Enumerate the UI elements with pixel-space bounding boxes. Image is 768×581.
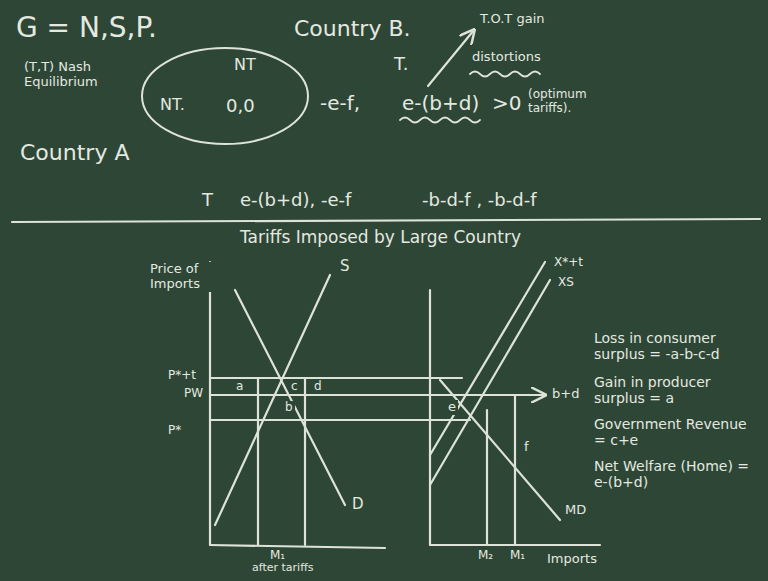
payoff-text: 0,0 xyxy=(224,96,257,117)
world-price-line xyxy=(210,394,545,396)
chalk-label: -e-f, xyxy=(318,92,362,115)
chalk-label: Country B. xyxy=(292,16,412,41)
chalk-label: e-(b+d) xyxy=(400,92,481,115)
chalk-label: distortions xyxy=(470,50,543,65)
chalk-label: b+d xyxy=(550,387,581,402)
divider-line xyxy=(12,219,760,222)
chalk-label: P*+t xyxy=(166,369,198,383)
annotation-arrow xyxy=(428,30,474,86)
chalk-label: (T,T) Nash Equilibrium xyxy=(22,60,121,90)
chalk-label: M₂ xyxy=(476,549,495,563)
chalk-label: T xyxy=(200,190,215,211)
chalk-label: Net Welfare (Home) = e-(b+d) xyxy=(592,458,756,490)
chalk-label: P* xyxy=(166,424,183,438)
wavy-underline xyxy=(470,72,540,77)
chalk-label: e-(b+d), -e-f xyxy=(238,190,353,211)
chalk-label: Imports xyxy=(545,552,599,567)
chalk-label: S xyxy=(338,258,352,275)
imports-guide xyxy=(486,410,488,545)
demand-curve xyxy=(235,290,345,505)
quantity-axis xyxy=(210,545,385,548)
chalk-label: (optimum tariffs). xyxy=(526,88,610,116)
chalk-label: MD xyxy=(563,503,588,518)
imports-guide xyxy=(514,395,516,545)
chalk-label: T. xyxy=(392,54,411,75)
payoff-text: NT. xyxy=(158,96,187,114)
chalk-label: Loss in consumer surplus = -a-b-c-d xyxy=(592,330,756,362)
chalk-label: >0 xyxy=(490,92,523,115)
chalk-label: e xyxy=(446,400,458,415)
wavy-underline xyxy=(400,118,480,123)
tariff-price-line xyxy=(210,377,462,379)
chalk-label: Government Revenue = c+e xyxy=(592,416,756,448)
quantity-guide xyxy=(257,378,259,545)
payoff-text: NT xyxy=(232,56,258,74)
chalk-label: c xyxy=(289,380,300,394)
supply-curve xyxy=(215,275,330,525)
payoff-ellipse: NT NT. 0,0 xyxy=(140,46,310,146)
chalk-label: a xyxy=(234,380,245,394)
chalk-label: Tariffs Imposed by Large Country xyxy=(238,228,523,248)
ellipse-shape xyxy=(142,48,308,144)
chalk-label: b xyxy=(283,401,295,415)
chalk-label: M₁ xyxy=(508,549,527,563)
chalk-label: T.O.T gain xyxy=(478,12,547,27)
price-axis xyxy=(209,262,211,545)
chalk-label: after tariffs xyxy=(250,562,315,575)
chalk-label: Price of Imports xyxy=(148,262,212,292)
chalk-label: G = N,S,P. xyxy=(14,12,159,44)
chalk-label: XS xyxy=(556,276,576,290)
chalk-lines xyxy=(12,30,760,548)
chalk-label: PW xyxy=(182,387,205,401)
chalk-label: D xyxy=(350,496,366,513)
chalk-label: M₁ xyxy=(268,549,287,563)
import-demand-curve xyxy=(440,380,560,520)
chalk-label: d xyxy=(312,380,324,394)
chalk-label: f xyxy=(522,440,531,455)
chalk-label: X*+t xyxy=(552,256,585,270)
price-axis xyxy=(429,290,431,545)
export-supply-curve xyxy=(430,280,550,485)
chalk-label: Gain in producer surplus = a xyxy=(592,374,756,406)
quantity-guide xyxy=(304,378,306,545)
chalk-label: Country A xyxy=(18,140,131,165)
chalk-label: -b-d-f , -b-d-f xyxy=(420,190,539,211)
